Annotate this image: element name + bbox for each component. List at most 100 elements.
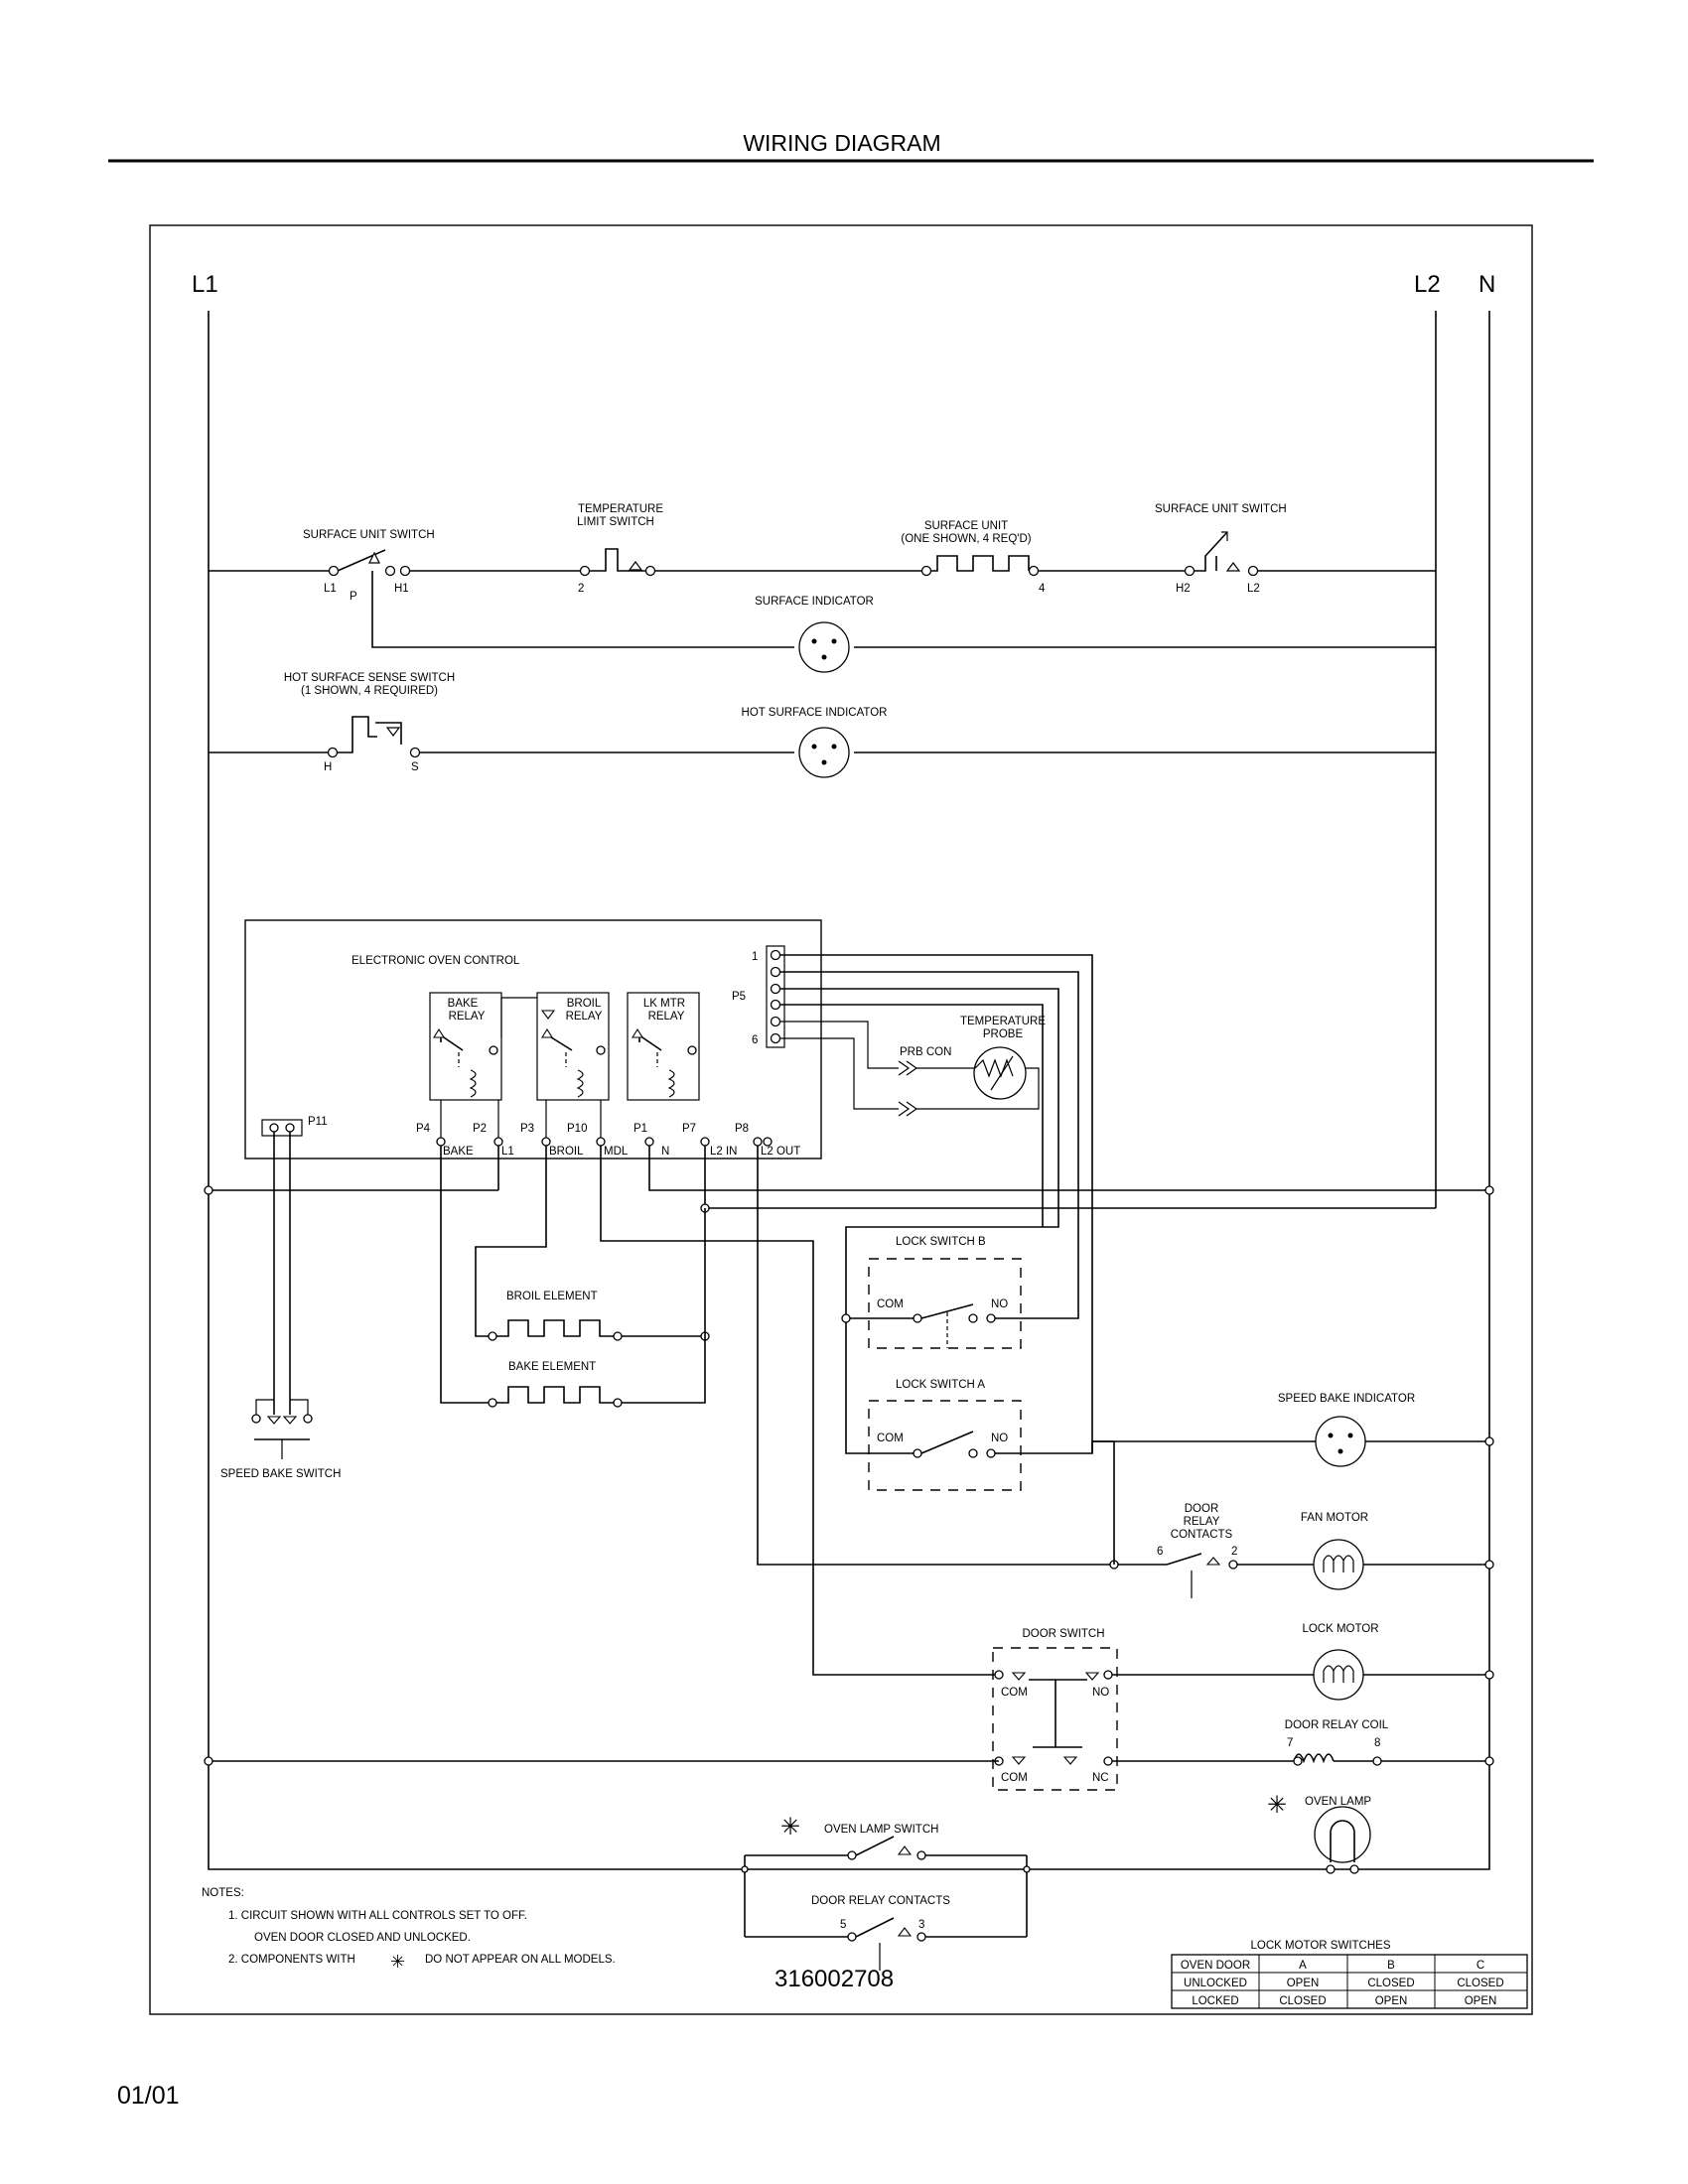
term-bake: BAKE bbox=[443, 1146, 474, 1158]
term-mdl: MDL bbox=[604, 1146, 629, 1158]
lock-switch-b-com: COM bbox=[877, 1298, 904, 1310]
note-1a: 1. CIRCUIT SHOWN WITH ALL CONTROLS SET T… bbox=[228, 1910, 527, 1922]
term-broil: BROIL bbox=[549, 1146, 584, 1158]
broil-relay-label-2: RELAY bbox=[566, 1011, 603, 1023]
footer-date: 01/01 bbox=[117, 2082, 180, 2110]
table-cell: OPEN bbox=[1465, 1995, 1497, 2007]
term-p3: P3 bbox=[520, 1123, 534, 1135]
door-relay-term-2: 2 bbox=[1231, 1546, 1237, 1558]
door-switch bbox=[992, 1647, 1314, 1791]
term-p1: P1 bbox=[633, 1123, 647, 1135]
table-header-cell: C bbox=[1477, 1960, 1484, 1972]
table-cell: LOCKED bbox=[1192, 1995, 1238, 2007]
door-switch-com-top: COM bbox=[1001, 1687, 1028, 1699]
term-p10: P10 bbox=[567, 1123, 587, 1135]
p5-pin1-label: 1 bbox=[752, 951, 758, 963]
term-l1-control: L1 bbox=[501, 1146, 514, 1158]
hot-surface-switch-label-1: HOT SURFACE SENSE SWITCH bbox=[284, 672, 455, 684]
note-2a: 2. COMPONENTS WITH bbox=[228, 1954, 355, 1966]
bottom-contacts-term-5: 5 bbox=[840, 1919, 846, 1931]
surface-switch-left-label: SURFACE UNIT SWITCH bbox=[303, 529, 435, 541]
lock-switch-b-title: LOCK SWITCH B bbox=[896, 1236, 986, 1248]
speed-bake-indicator-label: SPEED BAKE INDICATOR bbox=[1278, 1393, 1415, 1405]
door-relay-coil bbox=[204, 1753, 1494, 1766]
broil-relay-label-1: BROIL bbox=[567, 998, 602, 1010]
lock-switch-a bbox=[867, 1400, 1022, 1491]
temperature-probe bbox=[780, 1021, 1040, 1117]
term-l1: L1 bbox=[324, 583, 337, 595]
control-external-wiring bbox=[209, 954, 1489, 1676]
notes: NOTES: 1. CIRCUIT SHOWN WITH ALL CONTROL… bbox=[202, 1887, 616, 1973]
lock-switch-a-com: COM bbox=[877, 1433, 904, 1444]
oven-lamp-switch bbox=[741, 1836, 1031, 1937]
door-switch-com-bottom: COM bbox=[1001, 1772, 1028, 1784]
surface-unit-label-1: SURFACE UNIT bbox=[924, 520, 1008, 532]
bottom-contacts-term-3: 3 bbox=[918, 1919, 924, 1931]
bottom-door-relay-contacts bbox=[745, 1917, 1027, 1971]
speed-bake-switch-label: SPEED BAKE SWITCH bbox=[220, 1468, 341, 1480]
p5-pin6-label: 6 bbox=[752, 1034, 758, 1046]
coil-term-8: 8 bbox=[1374, 1737, 1380, 1749]
oven-lamp-switch-label: OVEN LAMP SWITCH bbox=[824, 1824, 938, 1836]
probe-label-2: PROBE bbox=[983, 1028, 1024, 1040]
probe-label-1: TEMPERATURE bbox=[960, 1016, 1046, 1027]
notes-heading: NOTES: bbox=[202, 1887, 244, 1899]
table-cell: CLOSED bbox=[1279, 1995, 1326, 2007]
p11-connector bbox=[261, 1119, 303, 1137]
lk-mtr-relay-label-2: RELAY bbox=[648, 1011, 685, 1023]
term-l2-out: L2 OUT bbox=[761, 1146, 800, 1158]
term-l2-in: L2 IN bbox=[710, 1146, 738, 1158]
lock-switch-b-no: NO bbox=[991, 1298, 1008, 1310]
junction-n-control bbox=[1484, 1185, 1494, 1195]
term-n: N bbox=[661, 1146, 669, 1158]
term-h: H bbox=[324, 761, 332, 773]
table-cell: CLOSED bbox=[1367, 1978, 1414, 1989]
term-p7: P7 bbox=[682, 1123, 696, 1135]
term-l2: L2 bbox=[1247, 583, 1260, 595]
lock-b-junction bbox=[841, 1313, 851, 1323]
term-h1: H1 bbox=[394, 583, 409, 595]
door-relay-contacts-label-2: RELAY bbox=[1184, 1516, 1220, 1528]
table-cell: UNLOCKED bbox=[1184, 1978, 1247, 1989]
door-switch-no: NO bbox=[1092, 1687, 1109, 1699]
oven-control-title: ELECTRONIC OVEN CONTROL bbox=[352, 955, 520, 967]
term-4: 4 bbox=[1039, 583, 1046, 595]
oven-lamp-label: OVEN LAMP bbox=[1305, 1796, 1371, 1808]
diagram-frame bbox=[149, 224, 1533, 2015]
surface-indicator-label: SURFACE INDICATOR bbox=[755, 596, 874, 608]
door-relay-contacts-label-1: DOOR bbox=[1185, 1503, 1219, 1515]
hot-surface-indicator-lamp bbox=[798, 727, 850, 778]
bake-relay bbox=[429, 992, 502, 1101]
lock-motor bbox=[1313, 1649, 1494, 1701]
broil-element-label: BROIL ELEMENT bbox=[506, 1291, 598, 1302]
junction-l1-control bbox=[204, 1185, 213, 1195]
door-relay-contacts-label-3: CONTACTS bbox=[1171, 1529, 1233, 1541]
note-2-star: ✳ bbox=[390, 1952, 405, 1973]
p11-label: P11 bbox=[308, 1116, 328, 1128]
table-cell: OPEN bbox=[1375, 1995, 1408, 2007]
hot-surface-circuit bbox=[209, 716, 1436, 758]
prb-con-label: PRB CON bbox=[900, 1046, 951, 1058]
table-cell: OPEN bbox=[1287, 1978, 1320, 1989]
page-title: WIRING DIAGRAM bbox=[743, 130, 940, 156]
rail-l1-label: L1 bbox=[192, 271, 218, 298]
term-p8: P8 bbox=[735, 1123, 749, 1135]
term-p: P bbox=[350, 591, 357, 603]
term-h2: H2 bbox=[1176, 583, 1191, 595]
table-header-cell: OVEN DOOR bbox=[1181, 1960, 1250, 1972]
hot-surface-indicator-label: HOT SURFACE INDICATOR bbox=[742, 707, 888, 719]
surface-unit-circuit bbox=[209, 531, 1436, 648]
lock-switch-b bbox=[867, 1258, 1038, 1349]
door-relay-contacts bbox=[1092, 1440, 1494, 1598]
speed-bake-switch bbox=[251, 1399, 313, 1459]
broil-relay bbox=[536, 992, 610, 1101]
lock-switch-a-no: NO bbox=[991, 1433, 1008, 1444]
bake-element bbox=[488, 1208, 706, 1408]
rail-lines bbox=[208, 311, 1490, 1870]
note-2b: DO NOT APPEAR ON ALL MODELS. bbox=[425, 1954, 616, 1966]
surface-unit-label-2: (ONE SHOWN, 4 REQ'D) bbox=[901, 533, 1031, 545]
lk-mtr-relay-label-1: LK MTR bbox=[643, 998, 685, 1010]
surface-indicator-lamp bbox=[798, 621, 850, 673]
p5-label: P5 bbox=[732, 991, 746, 1003]
